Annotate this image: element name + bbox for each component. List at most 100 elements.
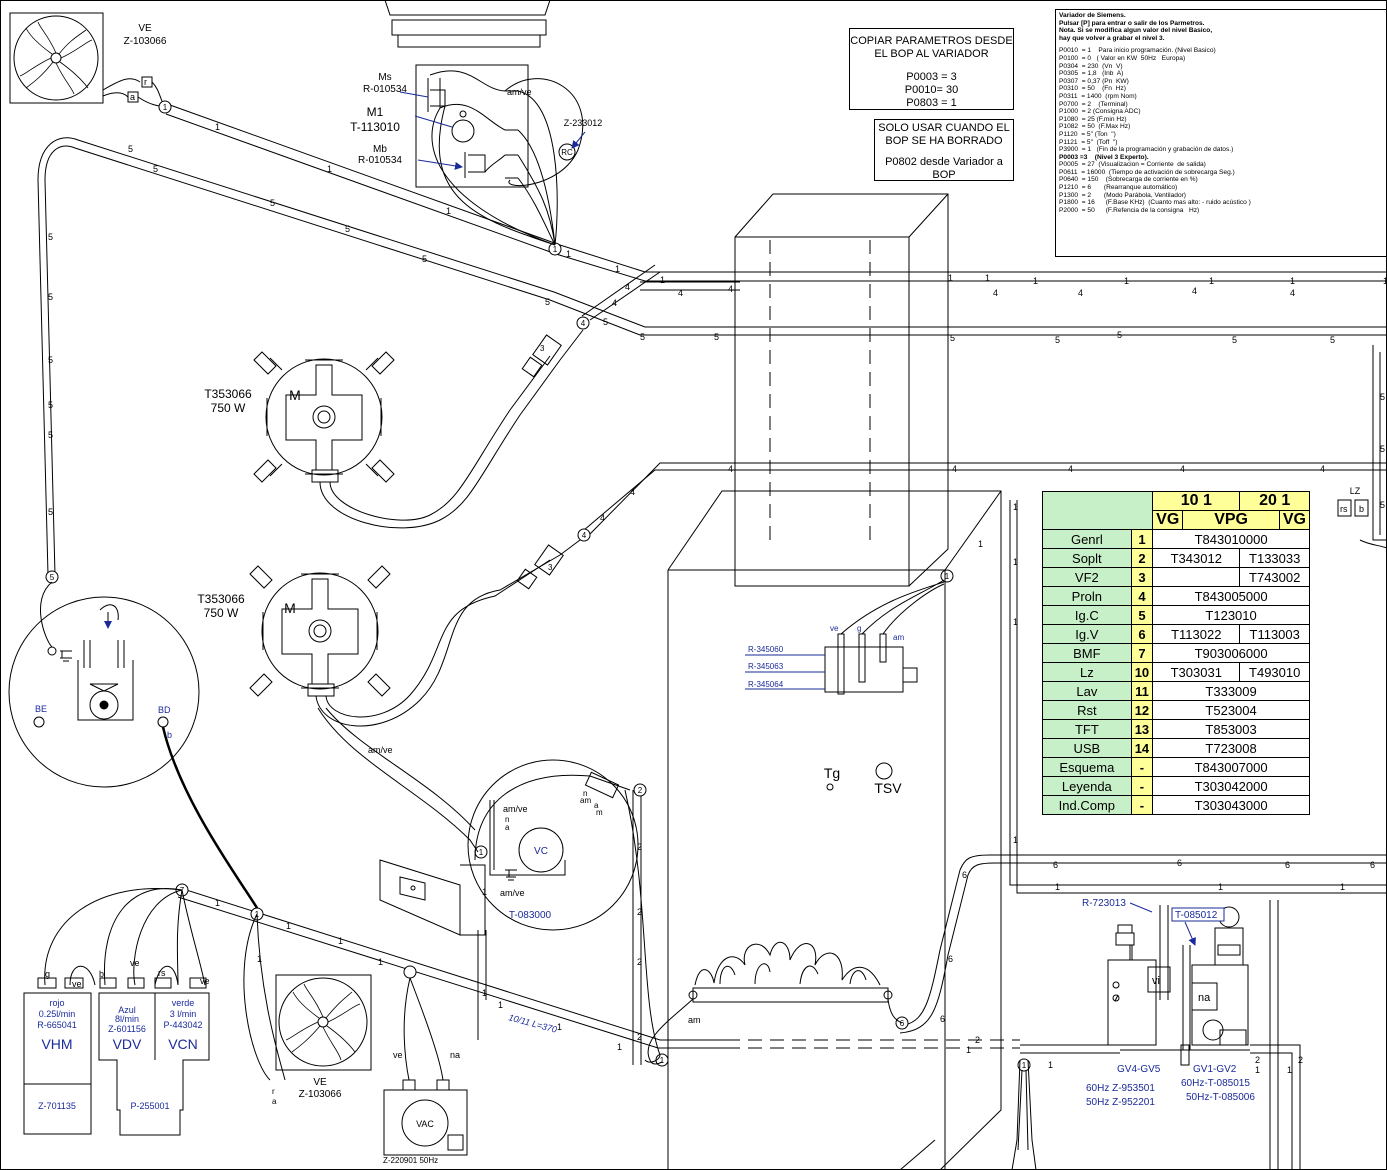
svg-text:4: 4 xyxy=(1290,288,1295,298)
svg-text:6: 6 xyxy=(940,1014,945,1024)
svg-text:4: 4 xyxy=(612,298,617,308)
t085012-label: T-085012 xyxy=(1175,910,1218,921)
svg-text:1: 1 xyxy=(1218,882,1223,892)
svg-text:1: 1 xyxy=(286,921,291,931)
sensor-block xyxy=(824,579,945,695)
vdv-label: VDV xyxy=(113,1036,142,1052)
svg-text:4: 4 xyxy=(728,464,733,474)
be-label: BE xyxy=(35,704,47,714)
svg-text:1: 1 xyxy=(215,122,220,132)
svg-text:ve: ve xyxy=(200,976,210,986)
svg-text:am/ve: am/ve xyxy=(368,745,393,755)
svg-text:5: 5 xyxy=(48,355,53,365)
svg-text:4: 4 xyxy=(1068,464,1073,474)
svg-text:LZ: LZ xyxy=(1350,486,1361,496)
svg-text:2: 2 xyxy=(637,842,642,852)
svg-text:1: 1 xyxy=(1383,276,1387,286)
ms-label: Ms xyxy=(378,72,391,83)
svg-text:b: b xyxy=(1359,504,1364,514)
svg-text:6: 6 xyxy=(900,1019,905,1028)
m1-label: M1 xyxy=(367,105,384,119)
svg-text:4: 4 xyxy=(678,288,683,298)
svg-text:5: 5 xyxy=(48,507,53,517)
svg-text:4: 4 xyxy=(728,284,733,294)
svg-text:1: 1 xyxy=(660,1056,665,1065)
svg-text:1: 1 xyxy=(1340,882,1345,892)
svg-text:1: 1 xyxy=(948,273,953,283)
svg-text:5: 5 xyxy=(714,332,719,342)
svg-text:2: 2 xyxy=(637,1032,642,1042)
svg-text:5: 5 xyxy=(48,232,53,242)
m1-code: T-113010 xyxy=(350,120,400,134)
svg-text:4: 4 xyxy=(600,513,605,523)
svg-text:vi: vi xyxy=(1152,975,1160,987)
svg-text:1: 1 xyxy=(163,103,168,112)
svg-text:6: 6 xyxy=(1177,858,1182,868)
svg-text:am/ve: am/ve xyxy=(503,804,528,814)
svg-text:5: 5 xyxy=(545,297,550,307)
svg-text:1: 1 xyxy=(498,1000,503,1010)
vac-code-1: Z-220901 50Hz xyxy=(383,1156,438,1165)
gv12-label: GV1-GV2 xyxy=(1193,1064,1237,1075)
vc-label: VC xyxy=(534,846,548,857)
svg-text:5: 5 xyxy=(48,400,53,410)
svg-text:5: 5 xyxy=(422,254,427,264)
svg-text:ve: ve xyxy=(130,958,140,968)
svg-text:1: 1 xyxy=(1013,502,1018,512)
ve-bot-code: Z-103066 xyxy=(299,1089,342,1100)
vcn-flow: 3 l/min xyxy=(170,1009,197,1019)
svg-text:4: 4 xyxy=(1320,464,1325,474)
svg-text:2: 2 xyxy=(638,786,643,795)
svg-text:1: 1 xyxy=(557,1022,562,1032)
motor1-power: 750 W xyxy=(211,401,246,415)
ve-top-label: VE xyxy=(138,23,152,34)
svg-text:4: 4 xyxy=(993,288,998,298)
svg-text:2: 2 xyxy=(637,957,642,967)
svg-text:6: 6 xyxy=(1370,860,1375,870)
svg-text:5: 5 xyxy=(270,198,275,208)
svg-text:g: g xyxy=(857,624,861,633)
svg-text:ve: ve xyxy=(72,979,82,989)
motor1-code: T353066 xyxy=(204,387,252,401)
ms-code: R-010534 xyxy=(363,84,407,95)
svg-text:5: 5 xyxy=(1055,335,1060,345)
table-header-10: 10 1 xyxy=(1152,491,1241,511)
svg-text:2: 2 xyxy=(1255,1055,1260,1065)
svg-text:na: na xyxy=(450,1050,460,1060)
lz-block: LZ rs b xyxy=(1337,486,1369,517)
mb-label: Mb xyxy=(373,144,387,155)
svg-text:m: m xyxy=(596,808,603,817)
svg-text:ve: ve xyxy=(830,624,839,633)
svg-text:1: 1 xyxy=(446,206,451,216)
svg-text:a: a xyxy=(130,92,135,102)
svg-text:1: 1 xyxy=(1013,557,1018,567)
gv45-60hz: 60Hz Z-953501 xyxy=(1086,1083,1155,1094)
svg-text:4: 4 xyxy=(582,531,587,540)
tsv-label: TSV xyxy=(874,780,902,796)
svg-text:6: 6 xyxy=(962,870,967,880)
svg-text:r: r xyxy=(272,1087,275,1096)
svg-text:4: 4 xyxy=(630,487,635,497)
svg-text:am: am xyxy=(580,796,591,805)
svg-text:5: 5 xyxy=(1380,444,1385,454)
table-row: Leyenda-T303042000 xyxy=(1042,776,1310,796)
svg-text:5: 5 xyxy=(345,224,350,234)
svg-text:5: 5 xyxy=(1117,330,1122,340)
vcn-label: VCN xyxy=(168,1036,198,1052)
vcn-code: P-443042 xyxy=(163,1020,202,1030)
svg-text:n: n xyxy=(583,789,587,798)
z701135-label: Z-701135 xyxy=(38,1101,76,1111)
svg-text:1: 1 xyxy=(378,957,383,967)
svg-text:5: 5 xyxy=(50,573,55,582)
svg-text:1: 1 xyxy=(1013,617,1018,627)
svg-text:am/ve: am/ve xyxy=(500,888,525,898)
svg-text:5: 5 xyxy=(1232,335,1237,345)
svg-text:1: 1 xyxy=(566,249,571,259)
ve-bot-label: VE xyxy=(313,1077,327,1088)
